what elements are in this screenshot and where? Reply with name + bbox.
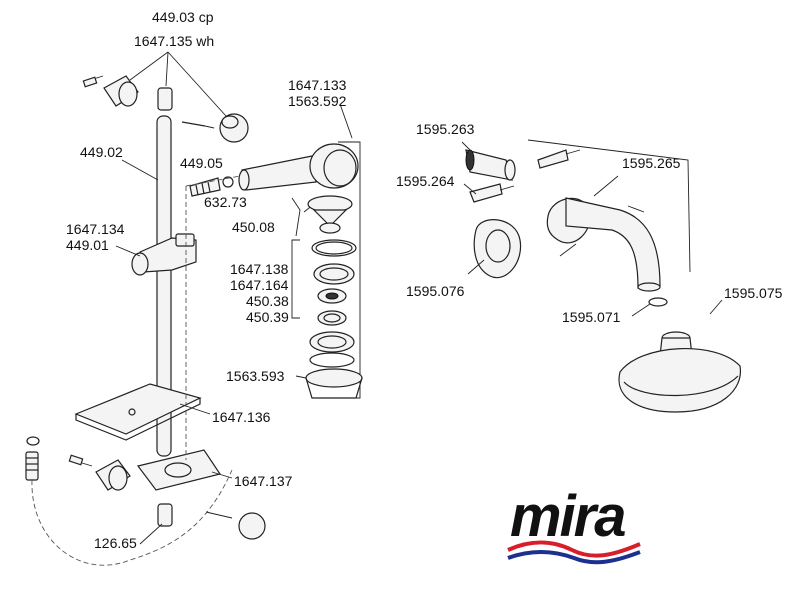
label-1647-133: 1647.133	[288, 77, 347, 93]
logo-wave-red	[507, 540, 641, 558]
label-450-38: 450.38	[246, 293, 289, 309]
label-1595-076: 1595.076	[406, 283, 465, 299]
label-632-73: 632.73	[204, 194, 247, 210]
bottom-plate	[136, 449, 221, 491]
label-1595-263: 1595.263	[416, 121, 475, 137]
handset-spray-parts	[291, 103, 363, 399]
soap-dish	[74, 383, 202, 441]
fixed-head-assembly	[461, 139, 742, 413]
backplate	[473, 219, 522, 279]
label-450-08: 450.08	[232, 219, 275, 235]
label-1595-264: 1595.264	[396, 173, 455, 189]
label-1647-164: 1647.164	[230, 277, 289, 293]
hose-connector	[185, 175, 241, 197]
label-1595-071: 1595.071	[562, 309, 621, 325]
slider	[131, 233, 197, 276]
riser-rail-kit	[25, 51, 359, 566]
hose-nut	[25, 436, 40, 481]
shower-handset	[238, 143, 359, 191]
label-1595-265: 1595.265	[622, 155, 681, 171]
shower-head	[618, 331, 742, 413]
top-bracket	[82, 75, 249, 143]
bottom-bracket	[68, 454, 266, 540]
logo-wordmark: mira	[510, 484, 625, 549]
label-450-39: 450.39	[246, 309, 289, 325]
label-1595-075: 1595.075	[724, 285, 783, 301]
mira-logo: mira	[507, 484, 641, 565]
label-126-65: 126.65	[94, 535, 137, 551]
label-1563-592: 1563.592	[288, 93, 347, 109]
label-1647-137: 1647.137	[234, 473, 293, 489]
label-449-03: 449.03 cp	[152, 9, 214, 25]
label-1563-593: 1563.593	[226, 368, 285, 384]
label-449-02: 449.02	[80, 144, 123, 160]
threaded-fitting	[465, 149, 516, 181]
label-1647-135: 1647.135 wh	[134, 33, 214, 49]
label-1647-138: 1647.138	[230, 261, 289, 277]
label-449-05: 449.05	[180, 155, 223, 171]
label-1647-136: 1647.136	[212, 409, 271, 425]
logo-wave-blue	[507, 550, 641, 565]
label-449-01: 449.01	[66, 237, 109, 253]
label-1647-134: 1647.134	[66, 221, 125, 237]
shower-arm	[546, 197, 661, 292]
rail	[156, 115, 172, 457]
